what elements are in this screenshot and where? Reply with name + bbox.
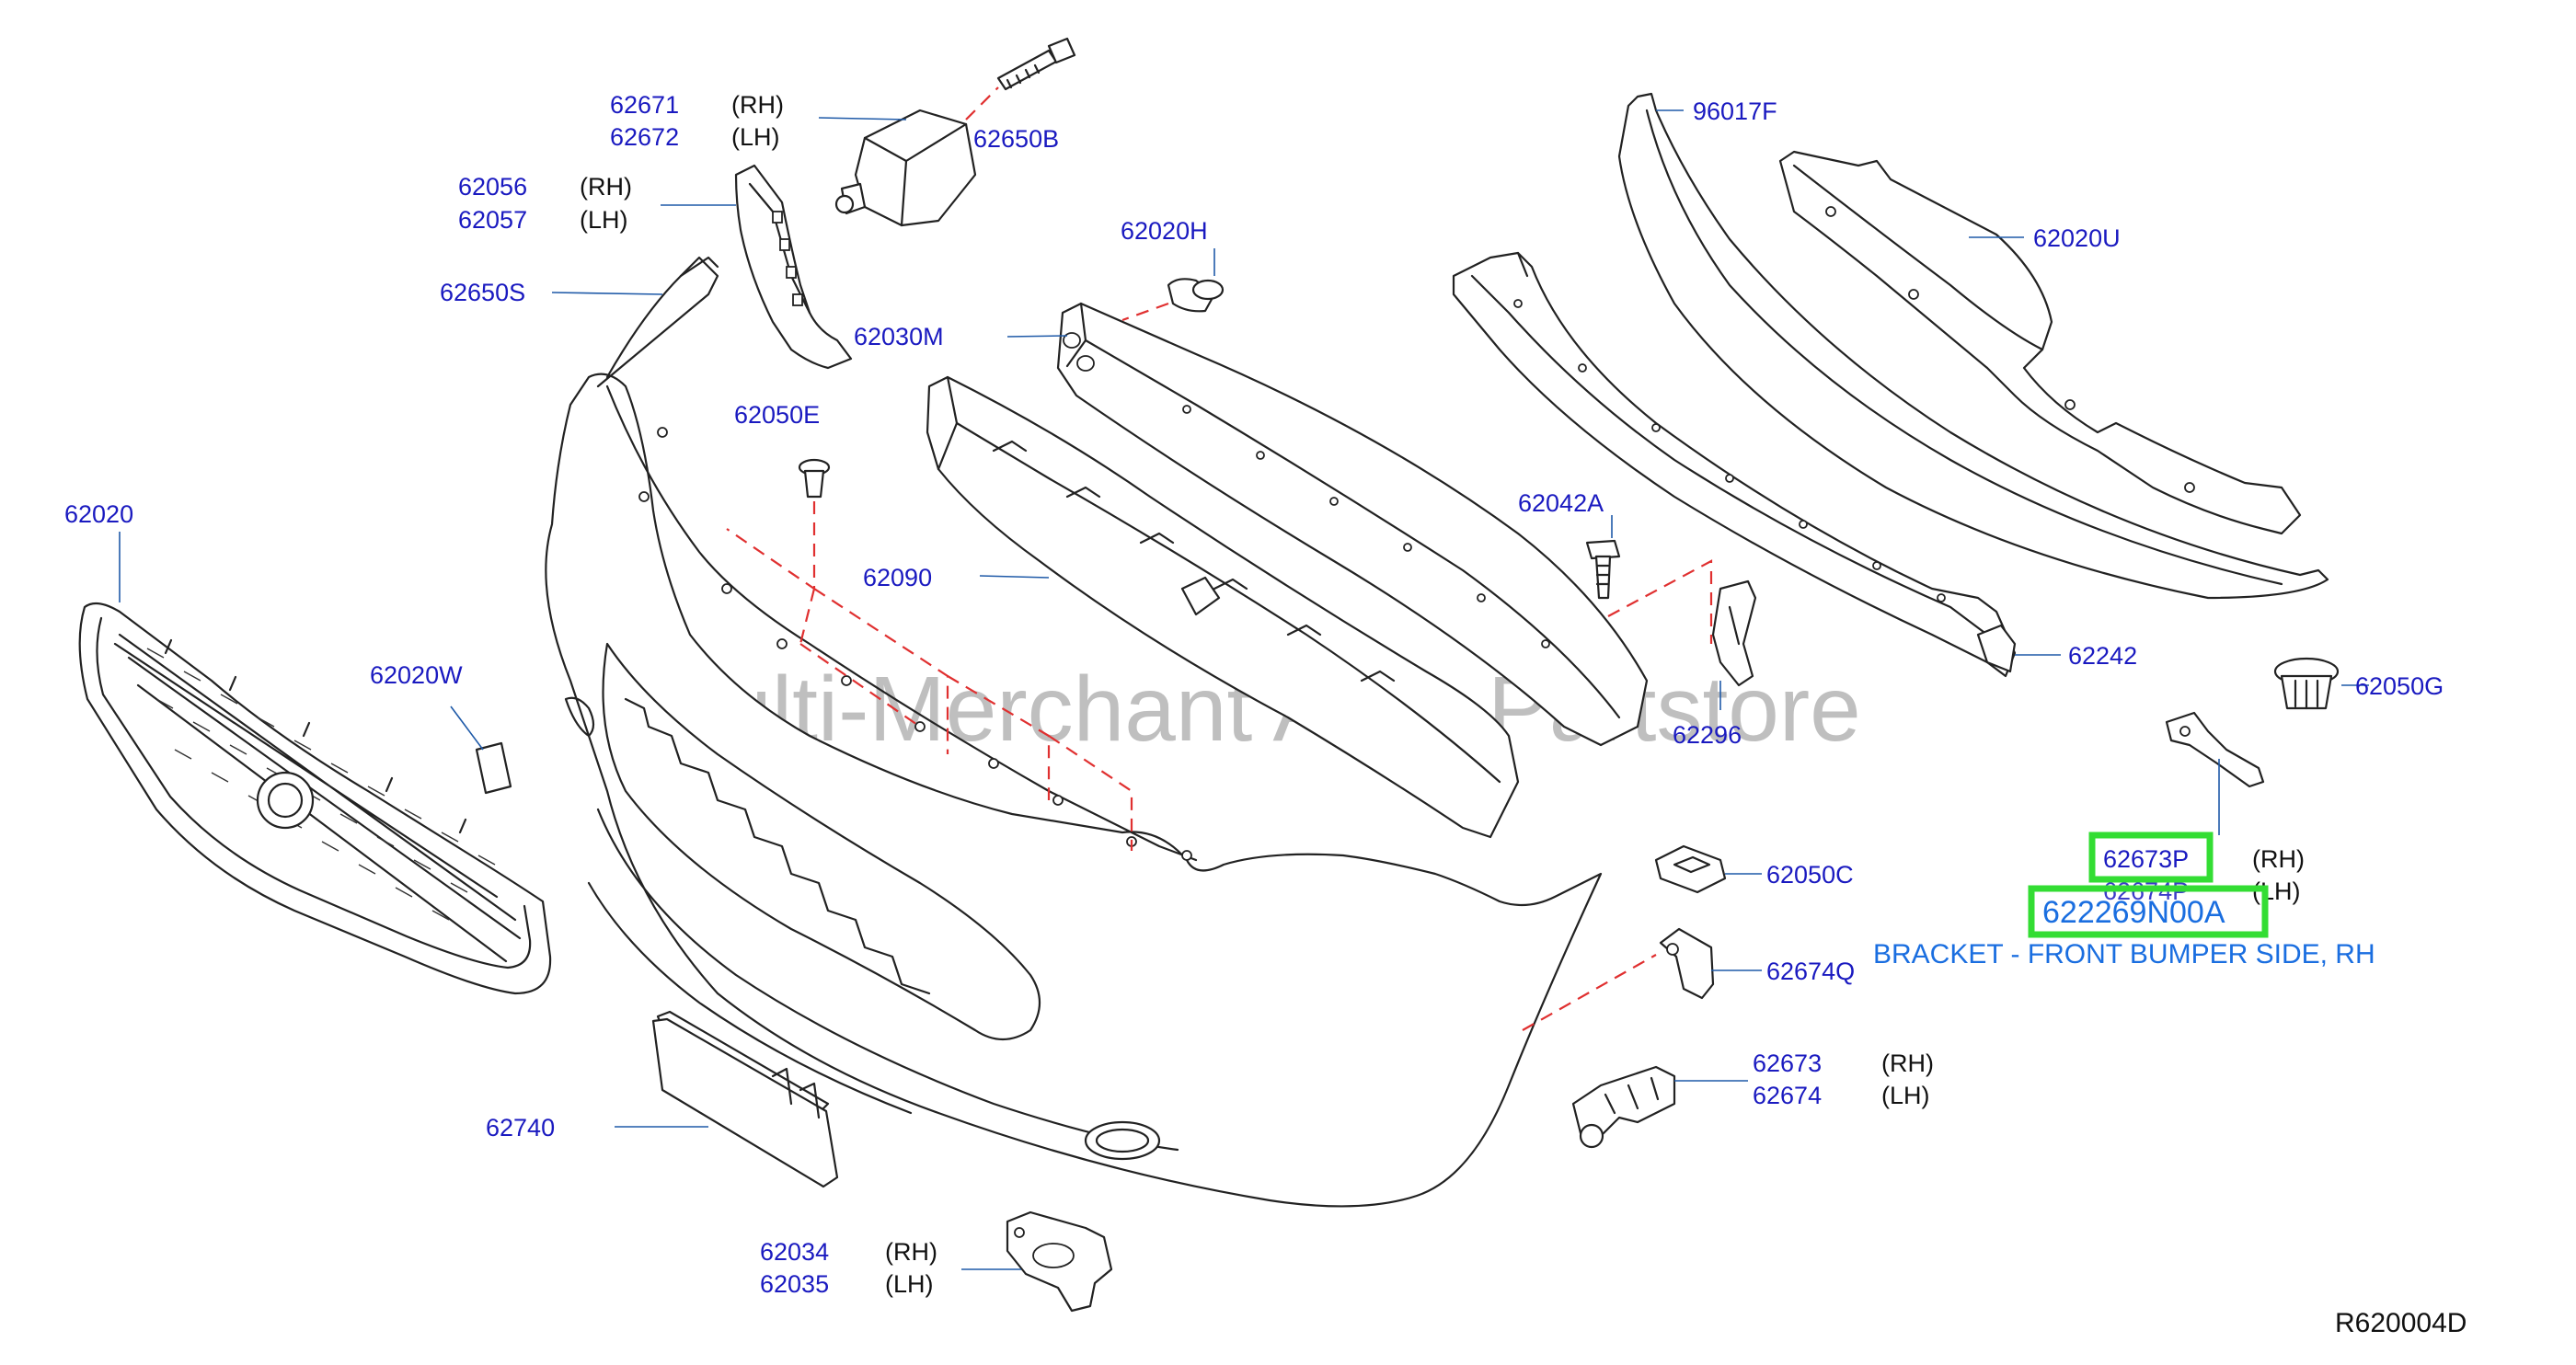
clip-62050G[interactable] [2273, 657, 2340, 710]
highlight-box-62673P [2088, 832, 2214, 883]
label-62030M[interactable]: 62030M [854, 323, 944, 350]
label-62020H[interactable]: 62020H [1121, 217, 1208, 245]
bumper-reinforcement-part[interactable] [1056, 302, 1649, 747]
side-lh-62035: (LH) [885, 1270, 934, 1298]
actuator-part[interactable] [834, 109, 977, 227]
bolt-62650B[interactable] [996, 37, 1076, 91]
upper-beam-part[interactable] [1452, 251, 2017, 678]
label-62042A[interactable]: 62042A [1518, 489, 1604, 517]
label-62056[interactable]: 62056 [458, 173, 527, 201]
label-62050E[interactable]: 62050E [734, 401, 820, 429]
bumper-fascia-part[interactable] [545, 256, 1603, 1208]
air-spoiler-part[interactable] [1617, 92, 2329, 600]
label-62672[interactable]: 62672 [610, 123, 679, 151]
label-62035[interactable]: 62035 [760, 1270, 829, 1298]
label-62673[interactable]: 62673 [1753, 1050, 1822, 1077]
label-62242[interactable]: 62242 [2068, 642, 2137, 670]
side-rh-62034: (RH) [885, 1238, 937, 1266]
label-62050C[interactable]: 62050C [1766, 861, 1854, 889]
bracket-62673P[interactable] [2165, 711, 2265, 788]
clip-62050E[interactable] [798, 458, 831, 499]
bolt-62042A[interactable] [1585, 539, 1621, 600]
license-bracket-62740[interactable] [651, 1010, 839, 1188]
label-62057[interactable]: 62057 [458, 206, 527, 234]
diagram-id: R620004D [2335, 1308, 2467, 1338]
highlighted-part-number[interactable]: 622269N00A [2042, 895, 2225, 930]
grille-part[interactable] [78, 602, 552, 995]
side-lh-62672: (LH) [731, 123, 780, 151]
fog-bracket-62034[interactable] [1006, 1210, 1113, 1313]
side-rh-62056: (RH) [580, 173, 632, 201]
label-62740[interactable]: 62740 [486, 1114, 555, 1141]
label-62650B[interactable]: 62650B [973, 125, 1059, 153]
clip-nut-62050C[interactable] [1654, 844, 1727, 894]
bracket-62674Q[interactable] [1659, 927, 1715, 1000]
cover-62020W[interactable] [475, 741, 512, 795]
side-lh-62057: (LH) [580, 206, 628, 234]
energy-absorber-part[interactable] [926, 375, 1520, 839]
under-cover-part[interactable] [1778, 150, 2302, 535]
bracket-62673[interactable] [1571, 1065, 1676, 1149]
highlighted-part-description: BRACKET - FRONT BUMPER SIDE, RH [1873, 939, 2375, 969]
label-96017F[interactable]: 96017F [1693, 98, 1777, 125]
label-62020W[interactable]: 62020W [370, 661, 463, 689]
side-lh-62674: (LH) [1881, 1082, 1930, 1109]
side-rh-62673P: (RH) [2252, 845, 2305, 873]
side-rh-62673: (RH) [1881, 1050, 1934, 1077]
label-62020[interactable]: 62020 [64, 500, 133, 528]
highlight-box-part-number [2028, 885, 2269, 938]
seal-62650S[interactable] [679, 256, 719, 278]
label-62090[interactable]: 62090 [863, 564, 932, 591]
label-62050G[interactable]: 62050G [2355, 672, 2444, 700]
label-62650S[interactable]: 62650S [440, 279, 525, 306]
label-62674Q[interactable]: 62674Q [1766, 958, 1855, 985]
label-62020U[interactable]: 62020U [2033, 224, 2121, 252]
label-62671[interactable]: 62671 [610, 91, 679, 119]
clip-62020H[interactable] [1167, 278, 1225, 313]
label-62674[interactable]: 62674 [1753, 1082, 1822, 1109]
label-62673P[interactable]: 62673P [2103, 845, 2189, 873]
label-62296[interactable]: 62296 [1673, 721, 1742, 749]
bracket-62296[interactable] [1711, 579, 1757, 687]
label-62034[interactable]: 62034 [760, 1238, 829, 1266]
bumper-side-bracket-part[interactable] [734, 164, 853, 370]
side-rh-62671: (RH) [731, 91, 784, 119]
